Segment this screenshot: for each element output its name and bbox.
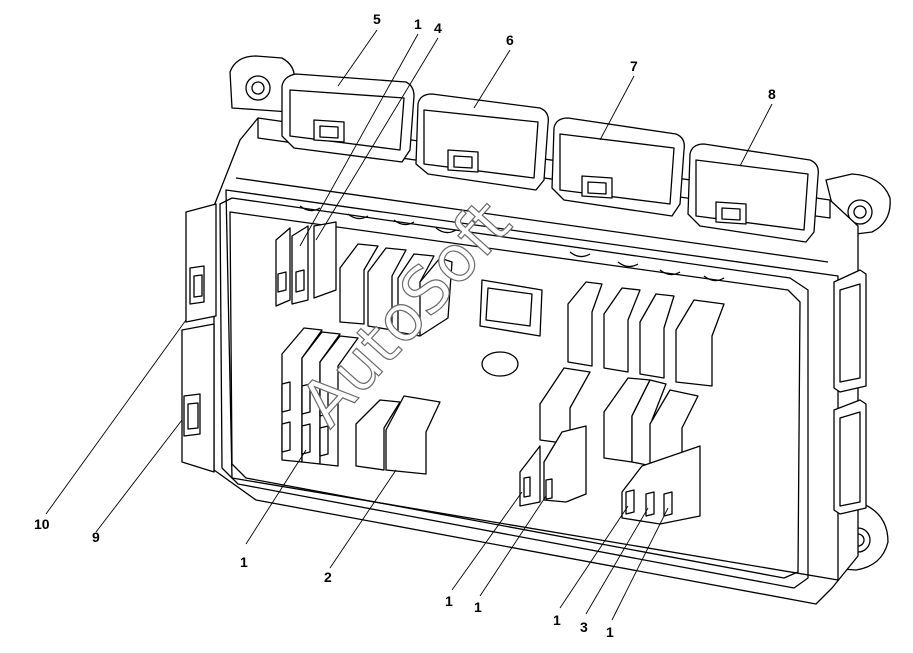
callout-1: 1 bbox=[553, 612, 561, 628]
callout-1: 1 bbox=[414, 16, 422, 32]
leader-lines bbox=[45, 29, 773, 621]
connector-6 bbox=[415, 93, 549, 191]
callout-1: 1 bbox=[445, 593, 453, 609]
callout-6: 6 bbox=[506, 32, 514, 48]
relay-pair-2 bbox=[355, 395, 441, 475]
connector-7 bbox=[551, 117, 685, 217]
fuse-block-lower-left bbox=[281, 327, 359, 467]
callouts: 5 1 4 6 7 8 10 9 1 2 1 1 1 3 1 bbox=[34, 11, 776, 640]
relay-row-upper-right bbox=[567, 281, 725, 387]
connector-5 bbox=[281, 73, 415, 163]
callout-4: 4 bbox=[434, 20, 442, 36]
callout-1: 1 bbox=[240, 554, 248, 570]
side-connector-left-upper bbox=[185, 203, 217, 323]
relay-row-upper-left bbox=[339, 243, 453, 337]
callout-1: 1 bbox=[474, 599, 482, 615]
callout-7: 7 bbox=[630, 58, 638, 74]
callout-10: 10 bbox=[34, 516, 50, 532]
relay-block-lower-right bbox=[603, 377, 701, 525]
side-connector-right-lower bbox=[833, 399, 867, 515]
callout-1: 1 bbox=[606, 624, 614, 640]
connector-8 bbox=[687, 143, 819, 243]
callout-3: 3 bbox=[580, 619, 588, 635]
callout-9: 9 bbox=[92, 529, 100, 545]
relay-block-lower-middle bbox=[519, 367, 591, 507]
callout-2: 2 bbox=[324, 569, 332, 585]
mounting-ear-top-left bbox=[229, 55, 295, 113]
callout-5: 5 bbox=[373, 11, 381, 27]
fuse-pair-upper-left bbox=[275, 221, 337, 307]
top-wall-notches bbox=[299, 205, 725, 282]
side-connector-right-upper bbox=[833, 269, 867, 393]
side-connector-left-lower bbox=[181, 323, 215, 473]
center-module bbox=[479, 279, 543, 377]
callout-8: 8 bbox=[768, 86, 776, 102]
